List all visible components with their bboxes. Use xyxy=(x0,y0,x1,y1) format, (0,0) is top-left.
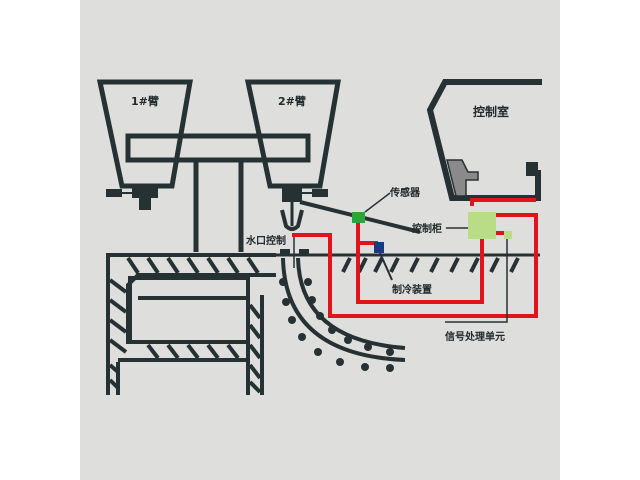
turret-beam xyxy=(125,133,311,163)
nozzle-control-label: 水口控制 xyxy=(245,234,286,247)
tundish-1: 1#臂 xyxy=(96,79,193,210)
control-room: 控制室 xyxy=(426,79,542,201)
sensor-leader xyxy=(364,192,391,213)
signal-lines xyxy=(292,198,538,318)
sensor-label: 传感器 xyxy=(389,186,421,199)
tundish-2: 2#臂 xyxy=(244,79,341,231)
tundish-1-label: 1#臂 xyxy=(131,94,159,108)
cooling-leader xyxy=(379,252,393,281)
control-cabinet-box xyxy=(468,212,496,239)
curved-strand xyxy=(279,235,406,372)
control-cabinet-label: 控制柜 xyxy=(412,222,442,235)
turret xyxy=(125,133,311,252)
rollers xyxy=(279,278,394,372)
signal-processing-unit-box xyxy=(504,231,512,239)
sensor-box xyxy=(352,212,365,223)
platform xyxy=(106,253,276,395)
tundish-2-label: 2#臂 xyxy=(278,94,306,108)
control-room-label: 控制室 xyxy=(473,104,509,119)
signal-processing-unit-label: 信号处理单元 xyxy=(445,330,505,343)
signal-processing-leader xyxy=(445,239,508,323)
cooling-device-box xyxy=(374,242,384,253)
floor xyxy=(106,253,540,273)
cooling-device-label: 制冷装置 xyxy=(392,283,432,296)
